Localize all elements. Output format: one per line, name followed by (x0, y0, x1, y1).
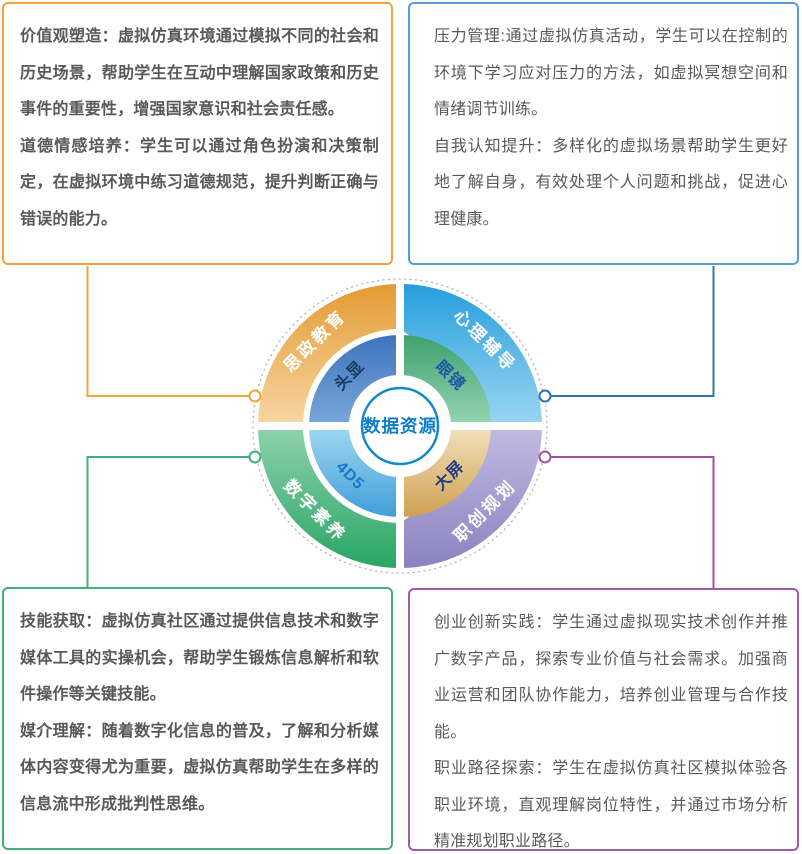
card-paragraph-media-literacy: 媒介理解：随着数字化信息的普及，了解和分析媒体内容变得尤为重要，虚拟仿真帮助学生… (20, 722, 379, 813)
quadrant-sector-digital (258, 426, 400, 568)
card-paragraph-moral-education: 道德情感培养：学生可以通过角色扮演和决策制定，在虚拟环境中练习道德规范，提升判断… (20, 137, 379, 228)
connector-line-bottom-left (86, 456, 250, 587)
connector-node-bottom-right (538, 450, 552, 464)
hub-ring (360, 386, 440, 466)
hub-label-data-resources: 数据资源 (363, 416, 437, 436)
connector-node-bottom-left (248, 450, 262, 464)
connector-node-top-right (538, 389, 552, 403)
device-sector-bigscreen (400, 426, 491, 517)
info-card-bottom-left: 技能获取：虚拟仿真社区通过提供信息技术和数字媒体工具的实操机会，帮助学生锻炼信息… (2, 587, 393, 850)
dotted-outline-circle (252, 278, 548, 574)
connector-node-top-left (248, 389, 262, 403)
connector-line-top-right (550, 266, 715, 397)
info-card-top-right: 压力管理:通过虚拟仿真活动，学生可以在控制的环境下学习应对压力的方法，如虚拟冥想… (408, 2, 799, 265)
device-sector-glasses (400, 335, 491, 426)
card-paragraph-values-shaping: 价值观塑造：虚拟仿真环境通过模拟不同的社会和历史场景，帮助学生在互动中理解国家政… (20, 28, 379, 118)
info-card-bottom-right: 创业创新实践：学生通过虚拟现实技术创作并推广数字产品，探索专业价值与社会需求。加… (408, 588, 799, 851)
quadrant-sector-ideology (258, 284, 400, 426)
card-paragraph-self-awareness: 自我认知提升：多样化的虚拟场景帮助学生更好地了解自身，有效处理个人问题和挑战，促… (434, 137, 788, 228)
card-paragraph-stress-management: 压力管理:通过虚拟仿真活动，学生可以在控制的环境下学习应对压力的方法，如虚拟冥想… (434, 28, 788, 118)
card-paragraph-career-exploration: 职业路径探索：学生在虚拟仿真社区模拟体验各职业环境，直观理解岗位特性，并通过市场… (434, 760, 788, 850)
device-sector-headset (309, 335, 400, 426)
connector-line-top-left (86, 266, 250, 397)
quadrant-sector-psychology (400, 284, 542, 426)
card-paragraph-skill-acquisition: 技能获取：虚拟仿真社区通过提供信息技术和数字媒体工具的实操机会，帮助学生锻炼信息… (20, 613, 379, 703)
card-paragraph-entrepreneurship: 创业创新实践：学生通过虚拟现实技术创作并推广数字产品，探索专业价值与社会需求。加… (434, 614, 788, 741)
device-sector-4d (309, 426, 400, 517)
connector-line-bottom-right (550, 456, 715, 588)
quadrant-sector-career (400, 426, 542, 568)
info-card-top-left: 价值观塑造：虚拟仿真环境通过模拟不同的社会和历史场景，帮助学生在互动中理解国家政… (2, 2, 393, 265)
